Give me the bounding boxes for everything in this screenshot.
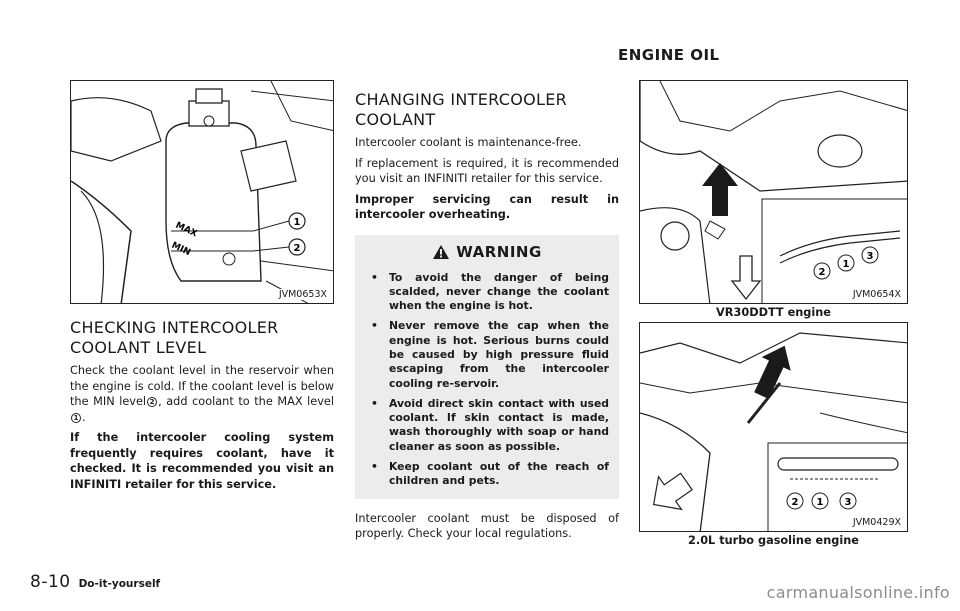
section-heading: ENGINE OIL (618, 46, 720, 64)
warning-item: • Keep coolant out of the reach of childr… (365, 460, 609, 489)
warning-item: • Avoid direct skin contact with used coo… (365, 397, 609, 454)
watermark: carmanualsonline.info (766, 583, 950, 602)
vr30-dipstick-figure: 2 1 3 JVM0654X (639, 80, 908, 304)
turbo-dipstick-figure: 2 1 3 JVM0429X (639, 322, 908, 532)
callout-2: 2 (819, 267, 826, 278)
warning-text: Never remove the cap when the engine is … (389, 319, 609, 390)
callout-3: 3 (867, 251, 874, 262)
checking-text-a: Check the coolant level in the reservoir… (70, 364, 334, 408)
vr30-dipstick-illustration: 2 1 3 (640, 81, 907, 303)
checking-text-b: , add coolant to the MAX level (158, 395, 334, 408)
page-number: 8-10 (30, 572, 71, 592)
callout-1: 1 (843, 259, 850, 270)
warning-triangle-icon (433, 244, 450, 259)
coolant-reservoir-figure: MAX MIN 1 2 JVM0653X (70, 80, 334, 304)
min-marker: 2 (147, 397, 158, 407)
up-arrow-icon (702, 163, 738, 216)
changing-heading: CHANGING INTERCOOLER COOLANT (355, 90, 568, 129)
middle-column: CHANGING INTERCOOLER COOLANT Intercooler… (355, 90, 619, 542)
coolant-reservoir-illustration: MAX MIN 1 2 (71, 81, 333, 303)
warning-text: Keep coolant out of the reach of childre… (389, 460, 609, 488)
overheating-paragraph: Improper servicing can result in interco… (355, 192, 619, 222)
left-column: MAX MIN 1 2 JVM0653X CHECKING INTERCOOLE… (70, 80, 334, 492)
maintenance-free-paragraph: Intercooler coolant is maintenance-free. (355, 136, 582, 149)
max-marker: 1 (71, 412, 81, 423)
page-footer: 8-10 Do-it-yourself (30, 572, 160, 592)
warning-text: Avoid direct skin contact with used cool… (389, 396, 609, 453)
warning-text: To avoid the danger of being scalded, ne… (389, 270, 609, 313)
checking-paragraph: Check the coolant level in the reservoir… (70, 363, 334, 425)
checking-text-c: . (82, 410, 86, 424)
warning-title-row: WARNING (365, 243, 609, 261)
page-section: Do-it-yourself (78, 578, 161, 590)
warning-item: • Never remove the cap when the engine is… (365, 319, 609, 390)
down-arrow-icon (730, 255, 762, 301)
callout-2: 2 (294, 243, 301, 254)
callout-1: 1 (817, 497, 824, 508)
bullet: • (371, 396, 378, 410)
turbo-caption: 2.0L turbo gasoline engine (688, 534, 859, 547)
warning-title: WARNING (456, 242, 542, 261)
checking-heading: CHECKING INTERCOOLER COOLANT LEVEL (70, 318, 279, 357)
callout-2: 2 (792, 497, 799, 508)
callout-1: 1 (294, 217, 301, 228)
callout-3: 3 (845, 497, 852, 508)
bullet: • (371, 319, 378, 333)
warning-list: • To avoid the danger of being scalded, n… (365, 271, 609, 489)
turbo-dipstick-illustration: 2 1 3 (640, 323, 907, 531)
replacement-paragraph: If replacement is required, it is recomm… (355, 156, 619, 186)
warning-item: • To avoid the danger of being scalded, n… (365, 271, 609, 314)
figure-code: JVM0429X (850, 517, 903, 528)
bullet: • (371, 460, 378, 474)
frequent-coolant-paragraph: If the intercooler cooling system freque… (70, 431, 334, 491)
disposal-paragraph: Intercooler coolant must be disposed of … (355, 511, 619, 541)
figure-code: JVM0653X (276, 289, 329, 300)
figure-code: JVM0654X (850, 289, 903, 300)
vr30-caption: VR30DDTT engine (716, 306, 831, 319)
bullet: • (371, 270, 378, 284)
warning-box: WARNING • To avoid the danger of being sc… (355, 234, 619, 499)
right-column: 2 1 3 JVM0654X VR30DDTT engine 2 1 (639, 80, 908, 547)
